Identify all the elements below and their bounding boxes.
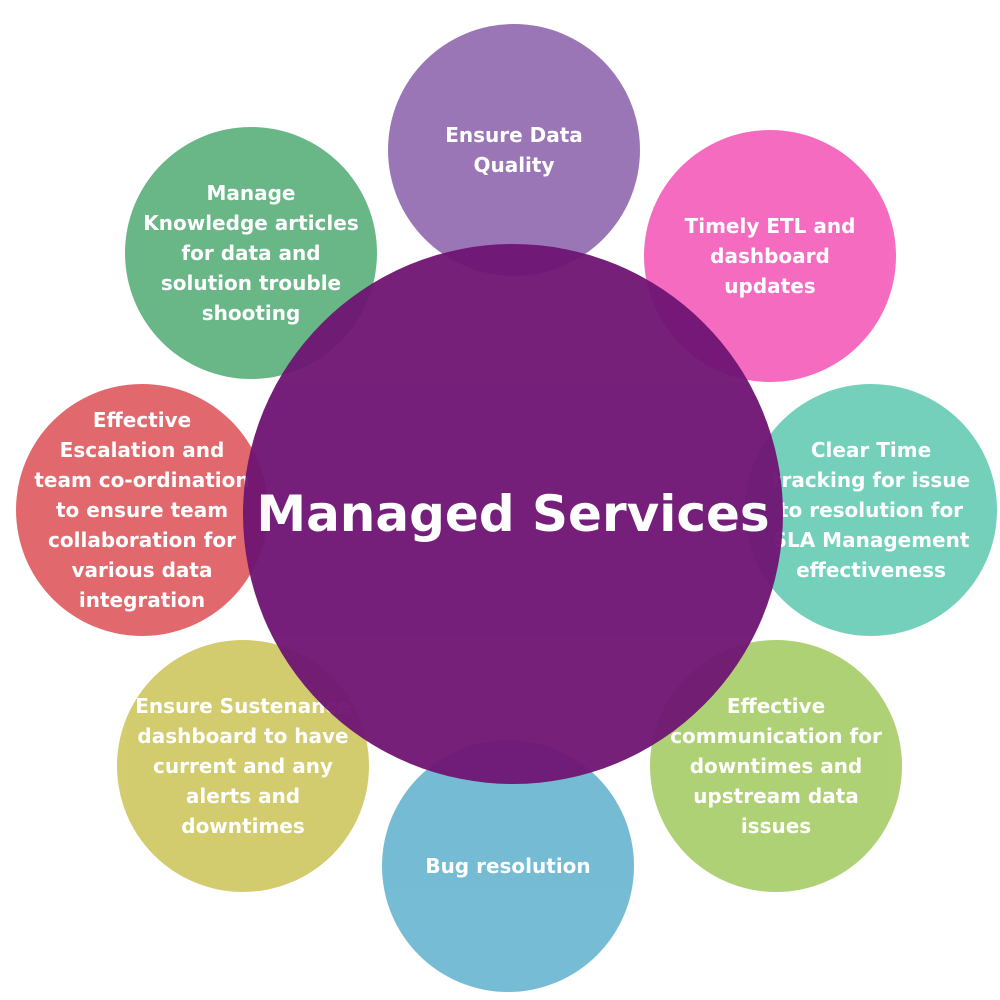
node-label: Clear Time tracking for issue to resolut… xyxy=(771,438,971,582)
node-label: Ensure Data Quality xyxy=(445,123,583,177)
node-label: Ensure Sustenance dashboard to have curr… xyxy=(135,694,351,838)
node-label: Effective communication for downtimes an… xyxy=(670,694,882,838)
center-label: Managed Services xyxy=(256,485,770,543)
center-node-managed-services: Managed Services xyxy=(243,244,783,784)
node-label: Manage Knowledge articles for data and s… xyxy=(143,181,359,325)
node-label: Effective Escalation and team co-ordinat… xyxy=(34,408,250,612)
node-ensure-data-quality: Ensure Data Quality xyxy=(388,24,640,276)
node-label: Bug resolution xyxy=(425,854,591,878)
node-time-tracking: Clear Time tracking for issue to resolut… xyxy=(745,384,997,636)
node-effective-escalation: Effective Escalation and team co-ordinat… xyxy=(16,384,268,636)
node-label: Timely ETL and dashboard updates xyxy=(684,214,856,298)
